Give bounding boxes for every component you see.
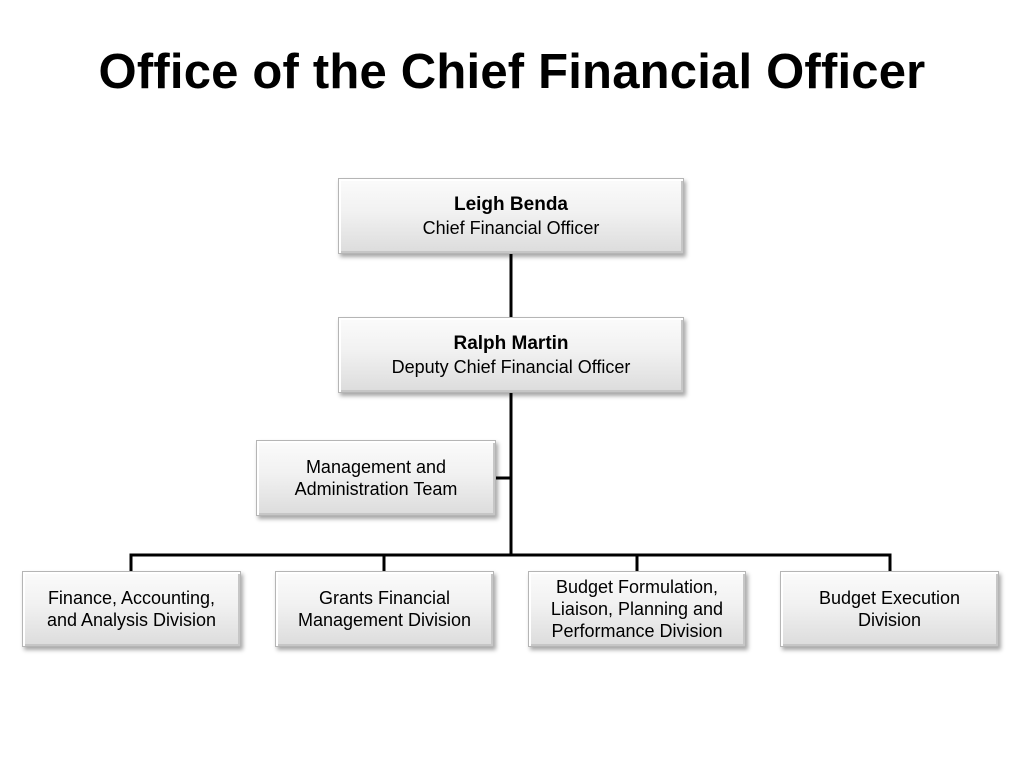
management-administration-team-box: Management and Administration Team (256, 440, 496, 516)
division-4-line-2: Division (857, 610, 922, 630)
staff-unit-line-1: Management and (305, 457, 447, 477)
division-2-line-2: Management Division (297, 610, 472, 630)
staff-unit-line-2: Administration Team (294, 479, 458, 499)
budget-execution-division-box: Budget Execution Division (780, 571, 999, 647)
grants-financial-management-division-box: Grants Financial Management Division (275, 571, 494, 647)
deputy-chief-financial-officer-box: Ralph Martin Deputy Chief Financial Offi… (338, 317, 684, 393)
deputy-role: Deputy Chief Financial Officer (391, 357, 631, 377)
budget-formulation-liaison-planning-performance-division-box: Budget Formulation, Liaison, Planning an… (528, 571, 746, 647)
division-3-line-2: Liaison, Planning and (550, 599, 724, 619)
division-3-line-3: Performance Division (551, 621, 723, 641)
division-4-line-1: Budget Execution (818, 588, 961, 608)
chief-name: Leigh Benda (453, 194, 568, 215)
finance-accounting-analysis-division-box: Finance, Accounting, and Analysis Divisi… (22, 571, 241, 647)
deputy-name: Ralph Martin (453, 333, 569, 354)
chief-financial-officer-box: Leigh Benda Chief Financial Officer (338, 178, 684, 254)
division-3-line-1: Budget Formulation, (555, 577, 719, 597)
page-title: Office of the Chief Financial Officer (98, 45, 926, 99)
chief-role: Chief Financial Officer (422, 218, 600, 238)
division-1-line-1: Finance, Accounting, (47, 588, 216, 608)
division-1-line-2: and Analysis Division (46, 610, 217, 630)
division-2-line-1: Grants Financial (318, 588, 451, 608)
